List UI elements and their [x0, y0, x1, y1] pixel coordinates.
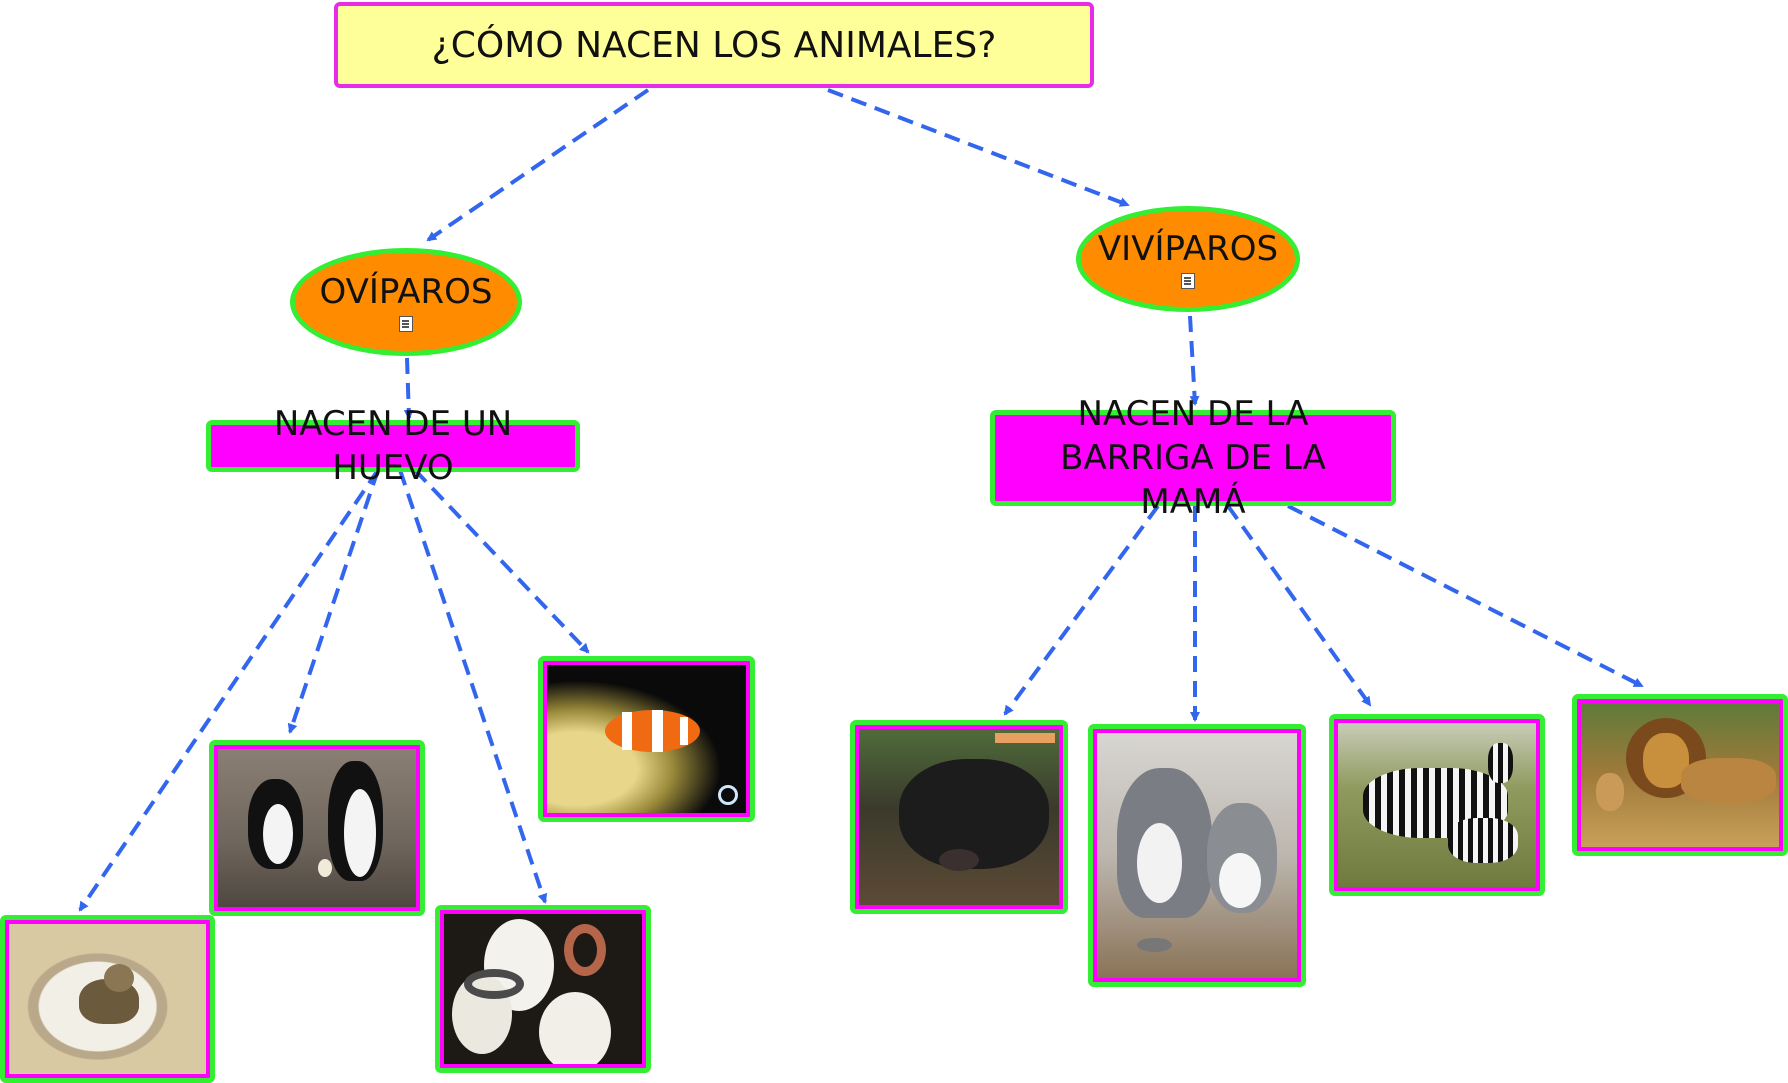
huevo-node: NACEN DE UN HUEVO	[206, 404, 580, 488]
lion-with-cub-photo	[1572, 694, 1788, 856]
document-icon[interactable]	[1181, 273, 1195, 289]
viviparos-label: VIVÍPAROS	[1097, 229, 1279, 269]
oviparos-description: NACEN DE UN HUEVO	[273, 403, 513, 488]
arrow-barriga-gorilla	[1003, 504, 1160, 716]
arrow-title-viviparos	[827, 88, 1130, 207]
gorilla-with-baby-photo	[850, 720, 1068, 914]
viviparos-description: NACEN DE LA BARRIGA DE LA MAMÁ	[1060, 393, 1326, 523]
document-icon[interactable]	[399, 316, 413, 332]
oviparos-label: OVÍPAROS	[319, 272, 493, 312]
arrow-title-oviparos	[426, 88, 650, 242]
viviparos-node: VIVÍPAROS	[1076, 206, 1300, 312]
barriga-node: NACEN DE LA BARRIGA DE LA MAMÁ	[990, 394, 1396, 522]
arrow-barriga-lion	[1287, 504, 1644, 688]
snakes-hatching-photo	[435, 905, 651, 1073]
arrow-barriga-zebra	[1226, 504, 1372, 707]
oviparos-node: OVÍPAROS	[290, 248, 522, 356]
cat-with-kitten-photo	[1088, 724, 1306, 987]
clownfish-photo	[538, 656, 755, 822]
main-title-node: ¿CÓMO NACEN LOS ANIMALES?	[334, 2, 1094, 88]
main-title: ¿CÓMO NACEN LOS ANIMALES?	[431, 24, 997, 66]
arrow-huevo-clownfish	[413, 468, 590, 654]
turtle-hatching-photo	[0, 915, 215, 1083]
zebra-with-foal-photo	[1329, 714, 1545, 896]
arrow-huevo-penguins	[287, 469, 380, 734]
penguins-with-egg-photo	[209, 740, 425, 916]
